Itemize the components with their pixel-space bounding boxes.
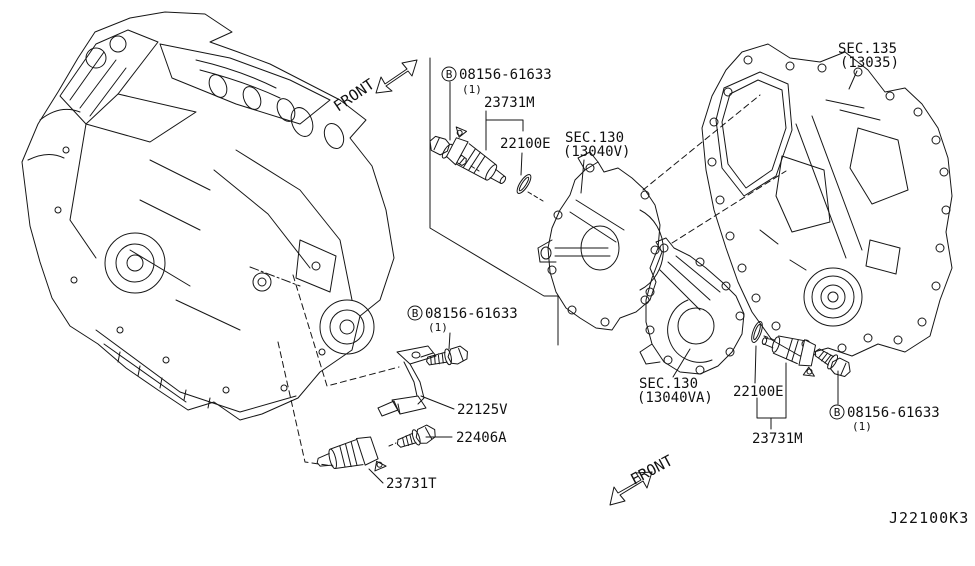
oring-top-drawing bbox=[516, 174, 532, 194]
front-label-top: FRONT bbox=[330, 75, 378, 115]
camshaft-sensor-bottom-drawing bbox=[761, 335, 817, 377]
b-circle-icon bbox=[407, 305, 423, 321]
callout-sec130-top[interactable]: SEC.130 (13040V) bbox=[563, 130, 630, 160]
cover-13040v-drawing bbox=[537, 151, 664, 331]
b-circle-icon bbox=[829, 404, 845, 420]
callout-sec135[interactable]: SEC.135 (13035) bbox=[838, 41, 899, 71]
b-circle-icon bbox=[441, 66, 457, 82]
sec130-top-label[interactable]: SEC.130 bbox=[565, 130, 624, 146]
part-number-camshaft-sensor-top[interactable]: 23731M bbox=[484, 95, 535, 111]
sec130-top-ref: (13040V) bbox=[563, 144, 630, 160]
detail-frame-line bbox=[429, 57, 559, 346]
sec135-label[interactable]: SEC.135 bbox=[838, 41, 897, 57]
front-arrow-top: FRONT bbox=[330, 59, 418, 115]
bracket-22125v-drawing bbox=[377, 345, 437, 417]
part-number-oring-top[interactable]: 22100E bbox=[500, 136, 551, 152]
part-number-camshaft-sensor-bottom[interactable]: 23731M bbox=[752, 431, 803, 447]
diagram-code: J22100K3 bbox=[889, 509, 969, 527]
callout-sec130-bottom[interactable]: SEC.130 (13040VA) bbox=[637, 376, 713, 406]
qty-bolt-mid: (1) bbox=[428, 321, 448, 334]
bolt-top-drawing bbox=[429, 135, 467, 166]
callout-bolt-bottom[interactable]: B 08156-61633 (1) bbox=[829, 404, 940, 433]
part-number-crank-sensor[interactable]: 23731T bbox=[386, 476, 437, 492]
cover-13040va-drawing bbox=[639, 237, 745, 375]
b-prefix: B bbox=[446, 68, 453, 81]
callout-bolt-top[interactable]: B 08156-61633 (1) bbox=[441, 66, 552, 96]
bolt-22406a-drawing bbox=[396, 424, 436, 448]
part-number-oring-bottom[interactable]: 22100E bbox=[733, 384, 784, 400]
part-number-bolt-mid[interactable]: 08156-61633 bbox=[425, 306, 518, 322]
front-label-bottom: FRONT bbox=[627, 451, 675, 488]
front-arrow-bottom: FRONT bbox=[609, 451, 676, 506]
part-number-bolt-top[interactable]: 08156-61633 bbox=[459, 67, 552, 83]
sec135-ref: (13035) bbox=[840, 55, 899, 71]
callout-bolt-mid[interactable]: B 08156-61633 (1) bbox=[407, 305, 518, 334]
bolt-bottom-drawing bbox=[814, 348, 851, 378]
timing-cover-assembly-drawing bbox=[701, 43, 953, 357]
bracket-bolt-link-line bbox=[420, 352, 434, 358]
sec130-bottom-label[interactable]: SEC.130 bbox=[639, 376, 698, 392]
qty-bolt-bottom: (1) bbox=[852, 420, 872, 433]
callout-leader-lines bbox=[368, 70, 858, 484]
camshaft-sensor-top-drawing bbox=[446, 126, 507, 184]
engine-assembly-drawing bbox=[21, 11, 395, 421]
part-number-bolt-bottom[interactable]: 08156-61633 bbox=[847, 405, 940, 421]
part-number-sensor-bolt[interactable]: 22406A bbox=[456, 430, 507, 446]
b-prefix: B bbox=[834, 406, 841, 419]
qty-bolt-top: (1) bbox=[462, 83, 482, 96]
crank-sensor-23731t-drawing bbox=[316, 436, 387, 472]
part-number-bracket[interactable]: 22125V bbox=[457, 402, 508, 418]
b-prefix: B bbox=[412, 307, 419, 320]
oring-bottom-drawing bbox=[751, 321, 763, 343]
sec130-bottom-ref: (13040VA) bbox=[637, 390, 713, 406]
bolt-mid-drawing bbox=[426, 345, 468, 366]
